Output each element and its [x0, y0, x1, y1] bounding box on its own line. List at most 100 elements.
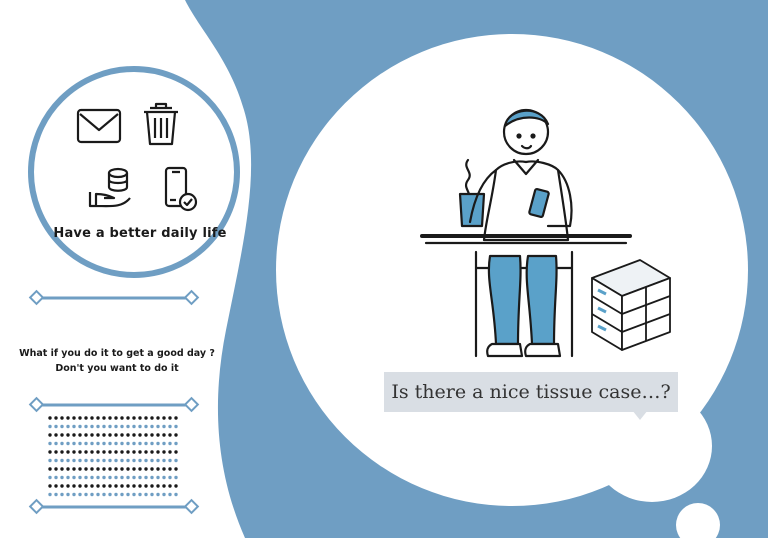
- pattern-dot: [126, 433, 130, 437]
- pattern-dot: [90, 475, 94, 480]
- pattern-dot: [102, 492, 106, 497]
- pattern-dot: [60, 424, 64, 429]
- pattern-dot: [60, 433, 64, 437]
- pattern-dot: [108, 492, 112, 497]
- pattern-dot: [132, 492, 136, 497]
- pattern-dot: [96, 458, 100, 463]
- pattern-dot: [54, 467, 58, 471]
- pattern-dot: [126, 450, 130, 454]
- pattern-dot: [138, 416, 142, 420]
- pattern-dot: [174, 458, 178, 463]
- pattern-dot: [168, 416, 172, 420]
- pattern-dot: [78, 424, 82, 429]
- pattern-dot: [66, 433, 70, 437]
- pattern-dot: [120, 475, 124, 480]
- pattern-dot: [120, 492, 124, 497]
- pattern-dot: [144, 433, 148, 437]
- pattern-dot: [156, 467, 160, 471]
- question-line-1: What if you do it to get a good day ?: [19, 348, 215, 359]
- pattern-dot: [102, 450, 106, 454]
- pattern-dot: [138, 441, 142, 446]
- pattern-dot: [66, 450, 70, 454]
- pattern-dot: [114, 416, 118, 420]
- pattern-dot: [96, 492, 100, 497]
- pattern-dot: [60, 492, 64, 497]
- pattern-dot: [72, 467, 76, 471]
- pattern-dot: [90, 424, 94, 429]
- pattern-dot: [72, 433, 76, 437]
- pattern-dot: [126, 492, 130, 497]
- pattern-dot: [78, 450, 82, 454]
- pattern-dot: [60, 467, 64, 471]
- pattern-dot: [144, 484, 148, 488]
- pattern-dot: [144, 475, 148, 480]
- pattern-dot: [72, 458, 76, 463]
- pattern-dot: [108, 484, 112, 488]
- person-illustration: [420, 108, 632, 358]
- divider-2: [28, 396, 200, 413]
- pattern-dot: [126, 416, 130, 420]
- pattern-dot: [138, 450, 142, 454]
- pattern-dot: [144, 424, 148, 429]
- pattern-dot: [120, 416, 124, 420]
- pattern-dot: [156, 416, 160, 420]
- pattern-dot: [108, 441, 112, 446]
- speech-text: Is there a nice tissue case…?: [391, 381, 671, 403]
- pattern-dot: [90, 484, 94, 488]
- pattern-dot: [60, 416, 64, 420]
- pattern-dot: [138, 433, 142, 437]
- feature-caption: Have a better daily life: [53, 226, 227, 241]
- pattern-dot: [156, 492, 160, 497]
- feature-circle-ring: [28, 66, 240, 278]
- pattern-dot: [120, 467, 124, 471]
- pattern-dot: [60, 450, 64, 454]
- pattern-dot: [60, 441, 64, 446]
- pattern-dot: [126, 424, 130, 429]
- pattern-dot: [150, 416, 154, 420]
- pattern-dot: [96, 467, 100, 471]
- pattern-dot: [102, 467, 106, 471]
- pattern-dot: [48, 424, 52, 429]
- pattern-dot: [174, 492, 178, 497]
- pattern-dot: [144, 416, 148, 420]
- pattern-dot: [102, 484, 106, 488]
- pattern-dot: [126, 441, 130, 446]
- pattern-dot: [90, 492, 94, 497]
- pattern-dot: [66, 467, 70, 471]
- pattern-dot: [114, 484, 118, 488]
- pattern-dot: [174, 424, 178, 429]
- pattern-dot: [168, 433, 172, 437]
- speech-box: Is there a nice tissue case…?: [384, 372, 678, 412]
- pattern-dot: [60, 475, 64, 480]
- pattern-dot: [72, 416, 76, 420]
- thought-bubble-large: [592, 390, 712, 502]
- pattern-dot: [90, 458, 94, 463]
- pattern-dot: [84, 458, 88, 463]
- pattern-dot: [96, 475, 100, 480]
- pattern-dot: [78, 484, 82, 488]
- pattern-dot: [168, 458, 172, 463]
- pattern-dot: [66, 458, 70, 463]
- pattern-dot: [126, 467, 130, 471]
- pattern-dot: [144, 450, 148, 454]
- question-text: What if you do it to get a good day ? Do…: [12, 346, 222, 376]
- pattern-dot: [90, 450, 94, 454]
- divider-3: [28, 498, 200, 515]
- pattern-dot: [78, 433, 82, 437]
- pattern-dot: [54, 484, 58, 488]
- pattern-dot: [120, 441, 124, 446]
- pattern-dot: [168, 484, 172, 488]
- pattern-dot: [168, 467, 172, 471]
- pattern-dot: [114, 475, 118, 480]
- pattern-dot: [114, 433, 118, 437]
- pattern-dot: [150, 458, 154, 463]
- pattern-dot: [156, 433, 160, 437]
- pattern-dot: [120, 458, 124, 463]
- pattern-dot: [138, 424, 142, 429]
- pattern-dot: [78, 458, 82, 463]
- pattern-dot: [96, 416, 100, 420]
- pattern-dot: [90, 433, 94, 437]
- pattern-dot: [150, 475, 154, 480]
- pattern-dot: [108, 467, 112, 471]
